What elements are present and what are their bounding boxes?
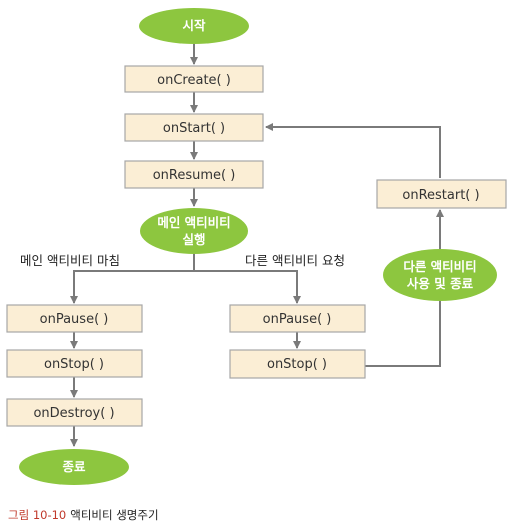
left-onpause-node: onPause( )	[6, 304, 143, 333]
right-onstop-label: onStop( )	[267, 357, 327, 372]
onstart-label: onStart( )	[163, 121, 225, 136]
onstart-node: onStart( )	[124, 113, 264, 142]
figure-number: 그림 10-10	[8, 508, 67, 522]
ondestroy-label: onDestroy( )	[33, 406, 114, 421]
start-label: 시작	[182, 18, 206, 33]
main-running-node: 메인 액티비티 실행	[140, 208, 248, 254]
main-running-label-line1: 메인 액티비티	[157, 215, 230, 230]
arrow-running-to-right-onpause	[194, 270, 301, 304]
onresume-label: onResume( )	[153, 168, 236, 183]
main-running-label-line2: 실행	[182, 232, 205, 247]
other-activity-label-line2: 사용 및 종료	[407, 276, 474, 291]
start-node: 시작	[139, 8, 249, 44]
left-onstop-node: onStop( )	[6, 349, 143, 378]
arrow-running-to-left-onpause	[70, 253, 195, 304]
oncreate-label: onCreate( )	[157, 73, 231, 88]
end-label: 종료	[62, 459, 86, 474]
oncreate-node: onCreate( )	[124, 65, 264, 93]
left-onpause-label: onPause( )	[40, 312, 109, 327]
onrestart-node: onRestart( )	[376, 179, 507, 209]
ondestroy-node: onDestroy( )	[6, 398, 143, 427]
other-activity-node: 다른 액티비티 사용 및 종료	[383, 249, 497, 301]
arrow-right-onstop-to-other	[365, 301, 441, 367]
right-onpause-node: onPause( )	[229, 304, 366, 333]
figure-title: 액티비티 생명주기	[70, 508, 159, 522]
arrow-onrestart-to-onstart	[265, 123, 441, 178]
other-activity-label-line1: 다른 액티비티	[403, 259, 476, 274]
end-node: 종료	[19, 449, 129, 485]
edge-label-other-request: 다른 액티비티 요청	[245, 253, 345, 268]
left-onstop-label: onStop( )	[44, 357, 104, 372]
right-onpause-label: onPause( )	[263, 312, 332, 327]
onresume-node: onResume( )	[124, 160, 264, 189]
onrestart-label: onRestart( )	[402, 188, 479, 203]
edge-label-main-finish: 메인 액티비티 마침	[20, 253, 120, 268]
edges	[70, 42, 444, 447]
right-onstop-node: onStop( )	[229, 349, 366, 379]
